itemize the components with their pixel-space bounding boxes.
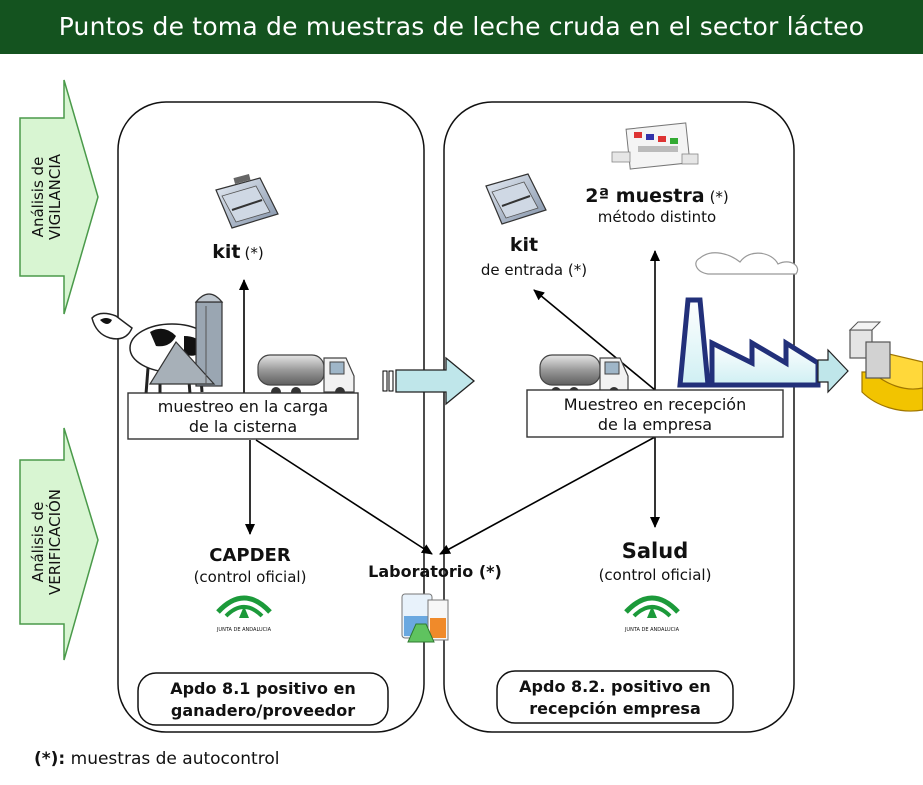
left-seal-text: JUNTA DE ANDALUCIA — [216, 627, 272, 633]
left-sampling-box — [127, 392, 359, 440]
left-panel — [117, 101, 425, 733]
farm-silo-icon — [148, 293, 224, 387]
andalucia-seal-icon: JUNTA DE ANDALUCIA — [216, 595, 272, 633]
left-sampling-line1: muestreo en la carga — [158, 397, 328, 416]
tanker-truck-icon — [257, 354, 355, 397]
right-kit-label: kit — [510, 234, 538, 256]
salud-label: Salud — [622, 539, 688, 563]
capder-sub: (control oficial) — [194, 568, 307, 586]
transfer-arrow-icon — [382, 356, 476, 406]
right-apdo-line1: Apdo 8.2. positivo en — [519, 677, 711, 696]
factory-icon — [677, 252, 849, 394]
vigilancia-side-arrow: Análisis de VIGILANCIA — [19, 79, 99, 315]
verificacion-line2: VERIFICACIÓN — [45, 489, 64, 595]
vigilancia-line2: VIGILANCIA — [46, 153, 64, 240]
right-kit-sub: de entrada (*) — [481, 261, 587, 279]
left-kit-label: kit(*) — [212, 241, 263, 263]
lab-flasks-icon — [401, 593, 449, 643]
laboratorio-label: Laboratorio (*) — [368, 562, 502, 581]
right-sampling-line1: Muestreo en recepción — [564, 395, 746, 414]
lab-kit-icon — [611, 122, 699, 170]
salud-sub: (control oficial) — [599, 566, 712, 584]
cheese-icon — [848, 321, 923, 412]
flow-arrows — [239, 250, 660, 555]
kit-case-icon — [485, 173, 547, 225]
verificacion-side-arrow: Análisis de VERIFICACIÓN — [19, 427, 99, 661]
footnote-text: muestras de autocontrol — [65, 749, 280, 769]
right-apdo-line2: recepción empresa — [529, 699, 701, 718]
footnote: (*): muestras de autocontrol — [34, 749, 279, 769]
sampling-diagram: Análisis de VIGILANCIA Análisis de VERIF… — [19, 79, 923, 733]
footnote-mark: (*): — [34, 749, 66, 769]
left-sampling-line2: de la cisterna — [189, 417, 297, 436]
right-sampling-line2: de la empresa — [598, 415, 712, 434]
left-apdo-box — [137, 672, 389, 726]
andalucia-seal-icon: JUNTA DE ANDALUCIA — [624, 595, 680, 633]
right-panel — [443, 101, 795, 733]
left-apdo-line2: ganadero/proveedor — [171, 701, 355, 720]
second-sample-label: 2ª muestra(*) — [585, 185, 729, 207]
page-title: Puntos de toma de muestras de leche crud… — [58, 12, 865, 41]
right-sampling-box — [526, 389, 784, 438]
right-apdo-box — [496, 670, 734, 724]
kit-case-icon — [215, 174, 279, 229]
title-bar: Puntos de toma de muestras de leche crud… — [0, 0, 923, 54]
left-apdo-line1: Apdo 8.1 positivo en — [170, 679, 356, 698]
capder-label: CAPDER — [209, 545, 291, 566]
verificacion-line1: Análisis de — [29, 502, 47, 583]
right-seal-text: JUNTA DE ANDALUCIA — [624, 627, 680, 633]
second-sample-sub: método distinto — [598, 208, 716, 226]
vigilancia-line1: Análisis de — [29, 157, 47, 238]
